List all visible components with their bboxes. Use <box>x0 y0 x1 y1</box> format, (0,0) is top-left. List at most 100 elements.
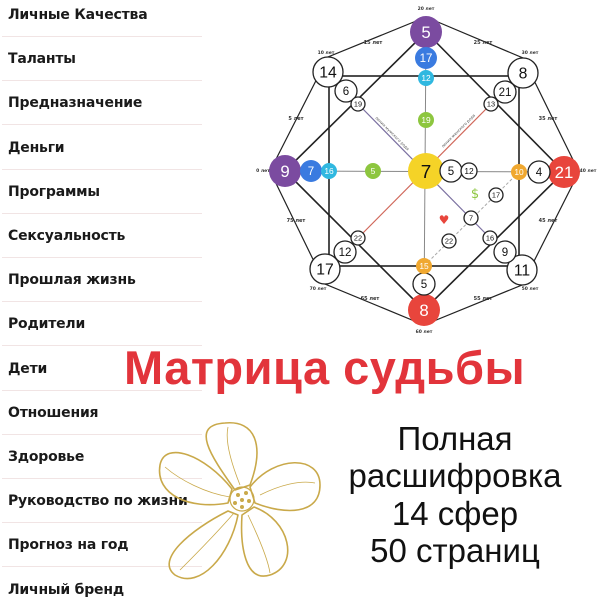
sphere-item: Руководство по жизни <box>8 493 188 510</box>
matrix-node-bl <box>309 253 341 285</box>
matrix-node-value: 14 <box>319 65 337 82</box>
divider <box>2 301 202 303</box>
matrix-node-value: 13 <box>487 100 495 109</box>
matrix-node-value: 11 <box>514 263 530 280</box>
matrix-node-value: 16 <box>486 234 494 243</box>
subheadline-line1: Полная <box>397 420 513 457</box>
matrix-node-tl2 <box>334 79 358 103</box>
matrix-node-center <box>408 153 444 189</box>
matrix-node-left2 <box>300 160 322 182</box>
matrix-node-top4 <box>418 112 434 128</box>
matrix-node-value: 22 <box>445 237 453 246</box>
matrix-node-left4 <box>365 163 381 179</box>
matrix-node-value: 12 <box>464 166 474 176</box>
matrix-node-value: 12 <box>421 73 431 83</box>
matrix-node-value: 21 <box>555 163 574 182</box>
matrix-node-value: 8 <box>419 301 428 320</box>
matrix-node-value: 6 <box>343 86 349 98</box>
matrix-node-value: 17 <box>420 53 433 65</box>
petal-vein <box>164 426 316 574</box>
matrix-node-right3 <box>511 164 527 180</box>
matrix-node-br2 <box>493 240 517 264</box>
divider <box>2 257 202 258</box>
divider <box>2 212 202 214</box>
age-label: 45 лет <box>539 218 558 224</box>
matrix-node-value: 19 <box>421 115 431 125</box>
matrix-node-left3 <box>321 163 337 179</box>
matrix-node-tr <box>507 57 539 89</box>
matrix-node-tr3 <box>483 96 499 112</box>
age-label: 75 лет <box>287 218 306 224</box>
matrix-node-bl3 <box>350 230 366 246</box>
sphere-item: Личный бренд <box>8 581 124 598</box>
divider <box>2 124 202 126</box>
matrix-node-value: 7 <box>469 214 473 223</box>
divider <box>2 522 202 524</box>
matrix-node-value: 12 <box>339 247 352 259</box>
sphere-item: Предназначение <box>8 95 143 112</box>
divider <box>2 345 202 347</box>
matrix-node-cr2 <box>460 162 478 180</box>
sphere-item: Родители <box>8 316 86 333</box>
subheadline-line4: 50 страниц <box>370 532 540 569</box>
matrix-node-right2 <box>527 160 551 184</box>
divider <box>2 389 202 391</box>
matrix-node-top3 <box>418 70 434 86</box>
matrix-node-value: 5 <box>421 23 430 42</box>
matrix-node-top2 <box>415 47 437 69</box>
matrix-node-tl <box>312 56 344 88</box>
matrix-node-value: 7 <box>421 162 432 183</box>
matrix-node-value: 15 <box>419 261 429 271</box>
petal <box>205 422 258 491</box>
age-label: 20 лет <box>418 6 435 12</box>
matrix-node-value: 5 <box>421 279 427 291</box>
age-label: 35 лет <box>539 116 558 122</box>
headline: Матрица судьбы <box>124 341 526 394</box>
sphere-item: Личные Качества <box>8 7 148 23</box>
heart-icon: ♥ <box>439 213 450 227</box>
matrix-node-right <box>548 156 580 188</box>
matrix-node-value: 7 <box>308 166 314 178</box>
matrix-node-m2 <box>488 187 504 203</box>
petal <box>158 451 233 506</box>
sphere-item: Программы <box>8 183 100 200</box>
age-label: 30 лет <box>522 50 539 56</box>
age-label: 55 лет <box>474 296 493 302</box>
divider <box>2 478 202 479</box>
matrix-node-value: 5 <box>448 166 454 178</box>
divider <box>2 566 202 568</box>
divider <box>2 168 202 170</box>
sphere-item: Прошлая жизнь <box>8 272 136 289</box>
matrix-node-m3 <box>441 233 457 249</box>
female-line-label: линия женского рода <box>440 112 476 148</box>
subheadline-line3: 14 сфер <box>391 495 519 532</box>
divider <box>2 433 202 435</box>
flower-center <box>229 486 255 512</box>
male-line-label: линия мужского рода <box>374 115 411 152</box>
divider <box>2 36 202 37</box>
matrix-node-value: 16 <box>324 166 334 176</box>
matrix-node-value: 9 <box>280 162 289 181</box>
age-label: 60 лет <box>416 329 433 335</box>
matrix-node-value: 22 <box>354 234 362 243</box>
matrix-node-top <box>410 16 442 48</box>
matrix-node-value: 9 <box>502 247 508 259</box>
matrix-node-tl3 <box>350 96 366 112</box>
age-label: 15 лет <box>364 40 383 46</box>
matrix-node-br <box>506 254 538 286</box>
sphere-item: Прогноз на год <box>8 537 129 554</box>
matrix-node-value: 17 <box>316 262 334 279</box>
age-label: 0 лет <box>256 168 270 174</box>
petal <box>240 506 289 577</box>
matrix-node-left <box>269 155 301 187</box>
sphere-item: Здоровье <box>8 449 85 465</box>
matrix-node-value: 10 <box>514 167 524 177</box>
matrix-node-bottom3 <box>416 258 432 274</box>
sphere-item: Дети <box>8 360 48 377</box>
petal <box>249 462 321 512</box>
matrix-node-value: 21 <box>499 87 512 99</box>
matrix-node-value: 8 <box>519 66 528 83</box>
matrix-node-value: 5 <box>371 166 376 176</box>
age-label: 65 лет <box>361 296 380 302</box>
